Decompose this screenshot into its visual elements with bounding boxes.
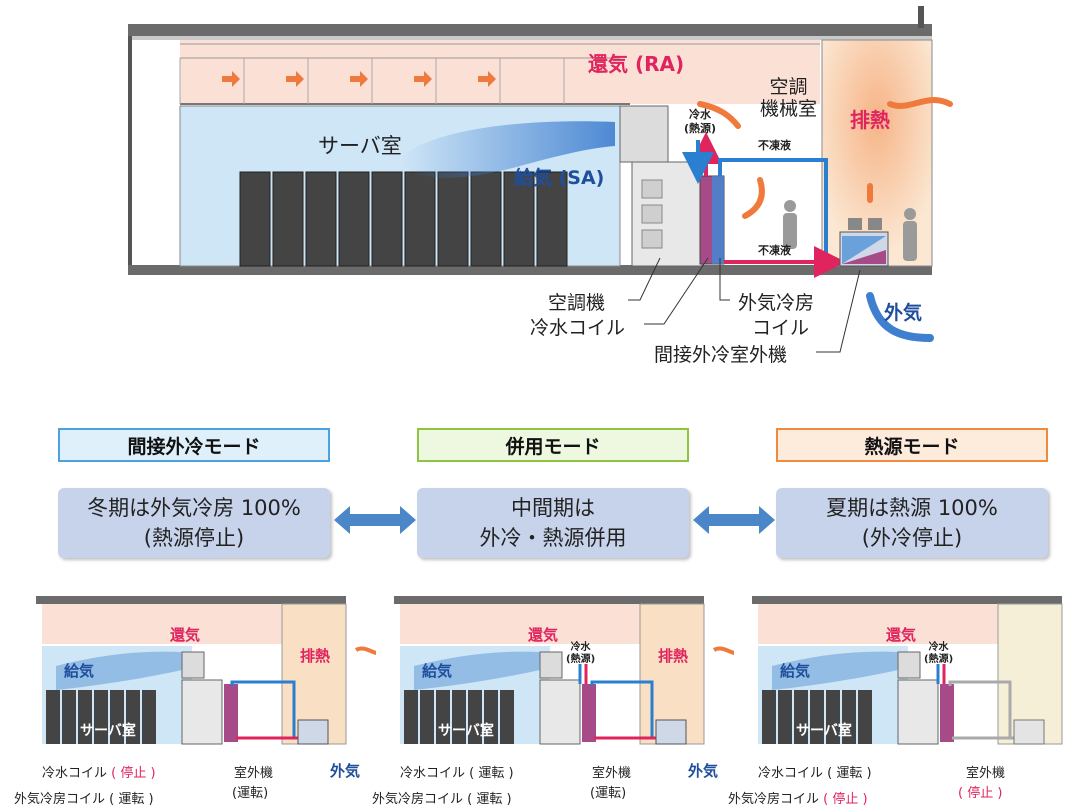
plenum-dividers [179, 58, 565, 104]
mini1-outdoor-state: (運転) [232, 786, 269, 801]
mode-title-combined: 併用モード [417, 428, 689, 462]
server-room-label: サーバ室 [318, 134, 402, 158]
machine-room-line2: 機械室 [760, 98, 818, 120]
mode-desc-combined-line2: 外冷・熱源併用 [479, 526, 627, 550]
mini2-server-room: サーバ室 [438, 723, 494, 739]
mode-desc-indirect: 冬期は外気冷房 100% (熱源停止) [58, 488, 330, 558]
mini2-fc-coil-label: 外気冷房コイル [372, 792, 464, 807]
mode-desc-combined: 中間期は 外冷・熱源併用 [417, 488, 689, 558]
chilled-water-line2: (熱源) [684, 122, 717, 135]
antifreeze-top-label: 不凍液 [758, 139, 791, 152]
mini1-return-air: 還気 [170, 626, 201, 644]
chilled-water-label: 冷水 (熱源) [684, 108, 716, 136]
mini2-return-air: 還気 [528, 626, 559, 644]
supply-air-label: 給気 (SA) [514, 167, 605, 189]
main-diagram [128, 6, 953, 353]
leader-lines [628, 257, 861, 353]
mode-desc-combined-line1: 中間期は [511, 496, 595, 520]
outdoor-unit [839, 218, 889, 267]
mini1-cw-coil-state: ( 停止 ) [111, 766, 156, 781]
mini-diagram-heat-source [752, 596, 1063, 745]
machine-room-line1: 空調 [769, 76, 808, 98]
mini2-cw-coil: 冷水コイル ( 運転 ) [400, 762, 514, 781]
outside-air-arrow [866, 292, 934, 342]
chilled-water-line1: 冷水 [689, 108, 712, 121]
people-silhouettes [783, 200, 917, 261]
mode-desc-heat-source-line2: (外冷停止) [861, 526, 963, 550]
mini3-outdoor-state: ( 停止 ) [958, 786, 1003, 801]
double-arrow-left [334, 506, 416, 534]
mini3-server-room: サーバ室 [796, 723, 852, 739]
mini3-cw-coil: 冷水コイル ( 運転 ) [758, 762, 872, 781]
antifreeze-bottom-label: 不凍液 [758, 244, 791, 257]
mode-title-indirect: 間接外冷モード [58, 428, 330, 462]
mini2-cw-coil-label: 冷水コイル [400, 766, 466, 781]
fc-coil-label-1: 外気冷房 [738, 292, 815, 314]
mode-desc-indirect-line2: (熱源停止) [143, 526, 245, 550]
mini3-supply-air: 給気 [780, 662, 811, 680]
mini3-fc-coil-label: 外気冷房コイル [728, 792, 820, 807]
supply-air-plume [400, 121, 615, 178]
ceiling-beams [180, 43, 820, 105]
mini1-fc-coil: 外気冷房コイル ( 運転 ) [14, 788, 154, 807]
mini2-outside-air: 外気 [688, 762, 719, 780]
mini-diagram-combined [394, 596, 734, 745]
mini3-chilled-water: 冷水 (熱源) [924, 642, 954, 665]
outside-air-label: 外気 [884, 302, 923, 324]
mini1-server-room: サーバ室 [80, 723, 136, 739]
mode-desc-indirect-line1: 冬期は外気冷房 100% [87, 496, 301, 520]
mini2-exhaust: 排熱 [658, 647, 689, 665]
mini1-cw-coil-label: 冷水コイル [42, 766, 108, 781]
mini1-fc-coil-state: ( 運転 ) [109, 792, 154, 807]
pipes [682, 132, 846, 278]
mini-diagram-indirect [36, 596, 376, 745]
building-shell [128, 6, 932, 275]
machine-room-label: 空調 機械室 [760, 76, 817, 120]
mini1-supply-air: 給気 [64, 662, 95, 680]
exhaust-heat-label: 排熱 [850, 108, 890, 132]
mini2-supply-air: 給気 [422, 662, 453, 680]
return-air-arrows [222, 71, 496, 87]
mini2-outdoor-state: (運転) [590, 786, 627, 801]
mode-desc-heat-source: 夏期は熱源 100% (外冷停止) [776, 488, 1048, 558]
mini1-exhaust: 排熱 [300, 647, 331, 665]
airflow-arrows [697, 97, 953, 219]
outdoor-unit-label: 間接外冷室外機 [654, 344, 788, 366]
mini2-outdoor-label: 室外機 [592, 766, 632, 781]
cw-coil-label: 冷水コイル [530, 317, 626, 339]
mode-desc-heat-source-line1: 夏期は熱源 100% [826, 496, 998, 520]
mini3-return-air: 還気 [886, 626, 917, 644]
mini2-chilled-water: 冷水 (熱源) [566, 642, 596, 665]
fc-coil-label-2: コイル [752, 317, 810, 339]
mini2-fc-coil-state: ( 運転 ) [467, 792, 512, 807]
mini3-fc-coil-state: ( 停止 ) [823, 792, 868, 807]
return-air-label: 還気 (RA) [588, 52, 685, 76]
mini3-cw-coil-state: ( 運転 ) [827, 766, 872, 781]
mini1-outdoor-label: 室外機 [234, 766, 274, 781]
mini3-fc-coil: 外気冷房コイル ( 停止 ) [728, 788, 868, 807]
server-racks [239, 171, 568, 267]
mini2-fc-coil: 外気冷房コイル ( 運転 ) [372, 788, 512, 807]
mini1-outside-air: 外気 [330, 762, 361, 780]
mode-title-heat-source: 熱源モード [776, 428, 1048, 462]
mini2-cw-coil-state: ( 運転 ) [469, 766, 514, 781]
ahu-label: 空調機 [548, 292, 606, 314]
mini3-cw-coil-label: 冷水コイル [758, 766, 824, 781]
mini1-cw-coil: 冷水コイル ( 停止 ) [42, 762, 156, 781]
mini1-fc-coil-label: 外気冷房コイル [14, 792, 106, 807]
mini3-outdoor-label: 室外機 [966, 766, 1006, 781]
air-handling-unit [619, 105, 725, 267]
double-arrow-right [693, 506, 775, 534]
